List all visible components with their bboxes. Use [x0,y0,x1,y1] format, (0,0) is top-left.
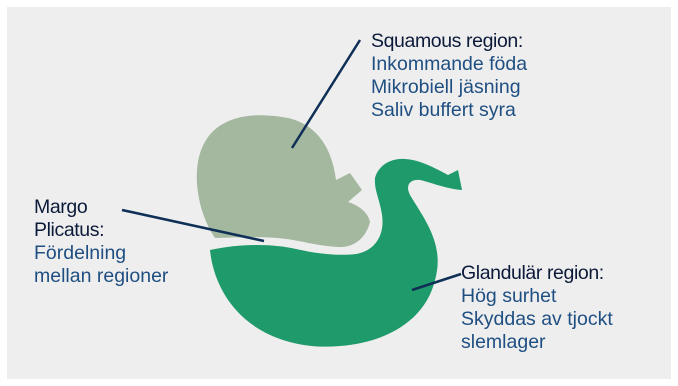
squamous-region-shape [197,115,370,247]
glandular-title: Glandulär region: [461,262,613,285]
squamous-line-1: Inkommande föda [371,53,527,76]
glandular-line-3: slemlager [461,331,613,354]
squamous-label: Squamous region: Inkommande föda Mikrobi… [371,30,527,122]
margo-title-line-1: Margo [34,196,168,219]
margo-title-line-2: Plicatus: [34,219,168,242]
squamous-line-3: Saliv buffert syra [371,99,527,122]
squamous-title: Squamous region: [371,30,527,53]
margo-line-2: mellan regioner [34,265,168,288]
margo-plicatus-label: Margo Plicatus: Fördelning mellan region… [34,196,168,288]
margo-line-1: Fördelning [34,242,168,265]
squamous-line-2: Mikrobiell jäsning [371,76,527,99]
glandular-label: Glandulär region: Hög surhet Skyddas av … [461,262,613,354]
squamous-leader-line [292,40,360,148]
glandular-line-2: Skyddas av tjockt [461,308,613,331]
glandular-line-1: Hög surhet [461,285,613,308]
